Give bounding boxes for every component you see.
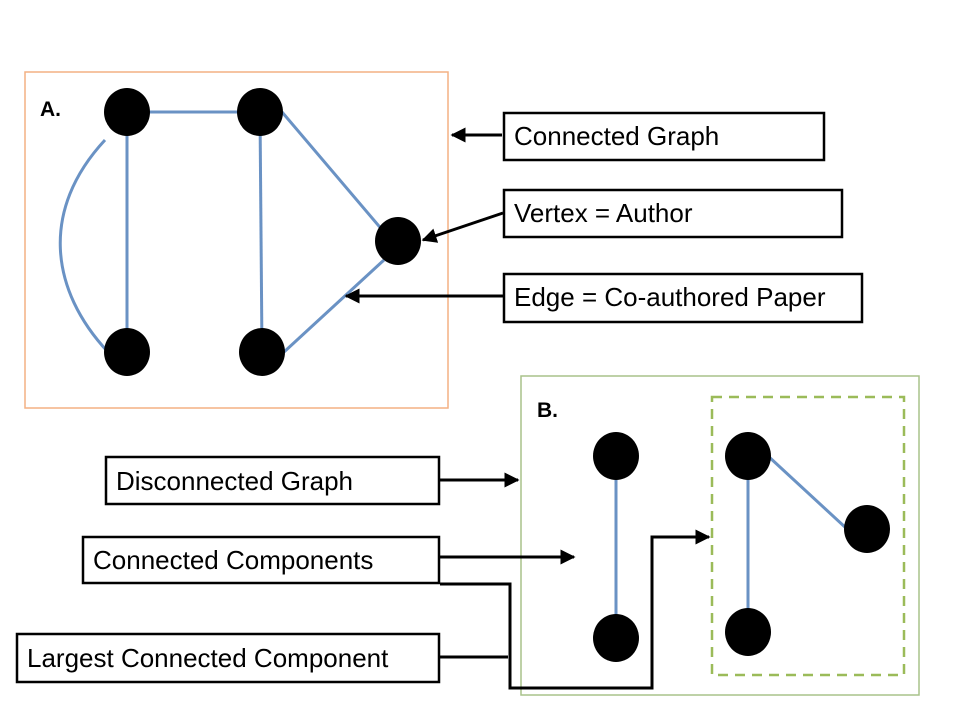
edge-b-large-diagonal xyxy=(766,454,848,530)
callout-largest-component-text: Largest Connected Component xyxy=(27,643,389,673)
panel-b-edges xyxy=(614,454,848,638)
panel-b: B. xyxy=(520,375,920,696)
edge-a-upper-diagonal xyxy=(280,111,386,233)
callout-largest-component: Largest Connected Component xyxy=(15,632,441,684)
callout-arrows xyxy=(344,127,711,690)
arrow-components-to-largest xyxy=(440,529,711,690)
vertex-b-large-top xyxy=(725,432,771,480)
vertex-a-right xyxy=(375,217,421,265)
callout-vertex-author-text: Vertex = Author xyxy=(514,198,693,228)
callout-connected-graph-text: Connected Graph xyxy=(514,121,719,151)
vertex-a-top-middle xyxy=(237,88,283,136)
callout-disconnected-graph-text: Disconnected Graph xyxy=(116,466,353,496)
vertex-a-bottom-left xyxy=(104,328,150,376)
panel-a: A. xyxy=(24,71,449,409)
edge-a-left-curve xyxy=(58,138,110,354)
callout-connected-components-text: Connected Components xyxy=(93,545,373,575)
callout-connected-graph: Connected Graph xyxy=(502,111,826,162)
callout-disconnected-graph: Disconnected Graph xyxy=(104,455,441,506)
callout-connected-components-box xyxy=(81,535,441,585)
edge-a-mid-vertical xyxy=(258,111,264,353)
vertex-b-small-top xyxy=(593,432,639,480)
callout-vertex-author-box xyxy=(502,188,844,239)
callout-connected-components: Connected Components xyxy=(81,535,441,585)
callout-connected-graph-box xyxy=(502,111,826,162)
callout-edge-paper-text: Edge = Co-authored Paper xyxy=(514,282,826,312)
vertex-b-large-bottom xyxy=(725,608,771,656)
vertex-a-top-left xyxy=(104,88,150,136)
panel-a-label: A. xyxy=(40,98,61,121)
callout-edge-paper: Edge = Co-authored Paper xyxy=(502,272,864,324)
panel-b-label: B. xyxy=(537,399,558,422)
panel-b-vertices xyxy=(593,432,890,662)
callout-disconnected-graph-box xyxy=(104,455,441,506)
callout-largest-component-box xyxy=(15,632,441,684)
callout-vertex-author: Vertex = Author xyxy=(502,188,844,239)
vertex-b-large-right xyxy=(844,505,890,553)
panel-a-vertices xyxy=(104,88,421,376)
vertex-a-bottom-middle xyxy=(239,328,285,376)
edge-a-lower-diagonal xyxy=(282,258,386,354)
vertex-b-small-bottom xyxy=(593,614,639,662)
arrow-vertex-author xyxy=(421,211,504,243)
callout-edge-paper-box xyxy=(502,272,864,324)
largest-component-outline xyxy=(710,395,906,677)
